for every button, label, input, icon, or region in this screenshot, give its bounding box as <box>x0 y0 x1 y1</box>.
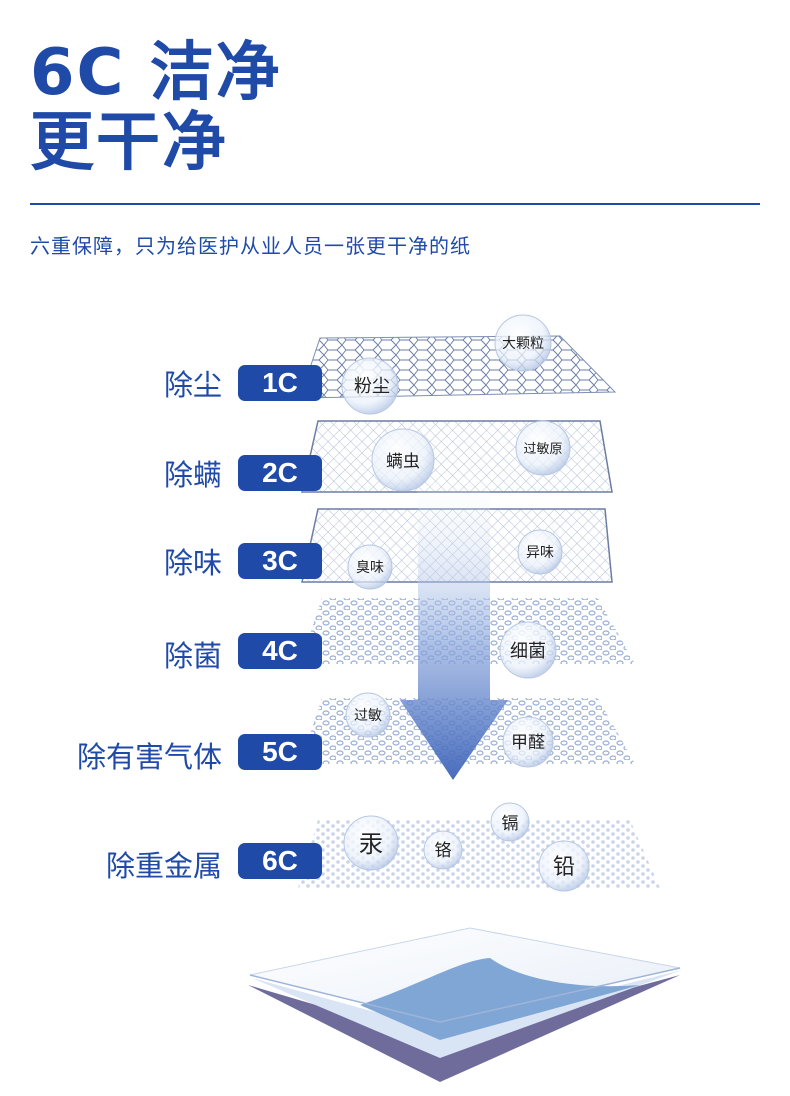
badge-6c: 6C <box>238 843 322 879</box>
badge-1c: 1C <box>238 365 322 401</box>
bubble-label-mites: 螨虫 <box>386 452 420 472</box>
bubble-label-mercury: 汞 <box>359 830 383 858</box>
badge-4c: 4C <box>238 633 322 669</box>
badge-2c: 2C <box>238 455 322 491</box>
bubble-label-bacteria: 细菌 <box>510 641 546 662</box>
layer-label-harmful-gas: 除有害气体 <box>77 734 222 776</box>
layer-label-mites: 除螨 <box>164 452 222 494</box>
bubble-label-allergy: 过敏 <box>354 708 382 724</box>
badge-5c: 5C <box>238 734 322 770</box>
bubble-label-dust: 粉尘 <box>354 376 390 397</box>
paper-sheet-illustration <box>248 928 682 1082</box>
bubble-label-large-particle: 大颗粒 <box>502 336 544 352</box>
bubble-label-cadmium: 镉 <box>502 814 519 834</box>
layer-label-odor: 除味 <box>164 540 222 582</box>
bubble-label-smell: 异味 <box>526 545 554 561</box>
bubble-label-chromium: 铬 <box>435 841 452 861</box>
layer-label-heavy-metals: 除重金属 <box>106 843 222 885</box>
bubble-label-allergen: 过敏原 <box>523 442 562 457</box>
layer-label-dust: 除尘 <box>164 362 222 404</box>
bubble-label-odor: 臭味 <box>356 560 384 576</box>
badge-3c: 3C <box>238 543 322 579</box>
bubble-label-lead: 铅 <box>553 855 575 880</box>
layer-label-bacteria: 除菌 <box>164 633 222 675</box>
bubble-label-formaldehyde: 甲醛 <box>511 733 545 753</box>
